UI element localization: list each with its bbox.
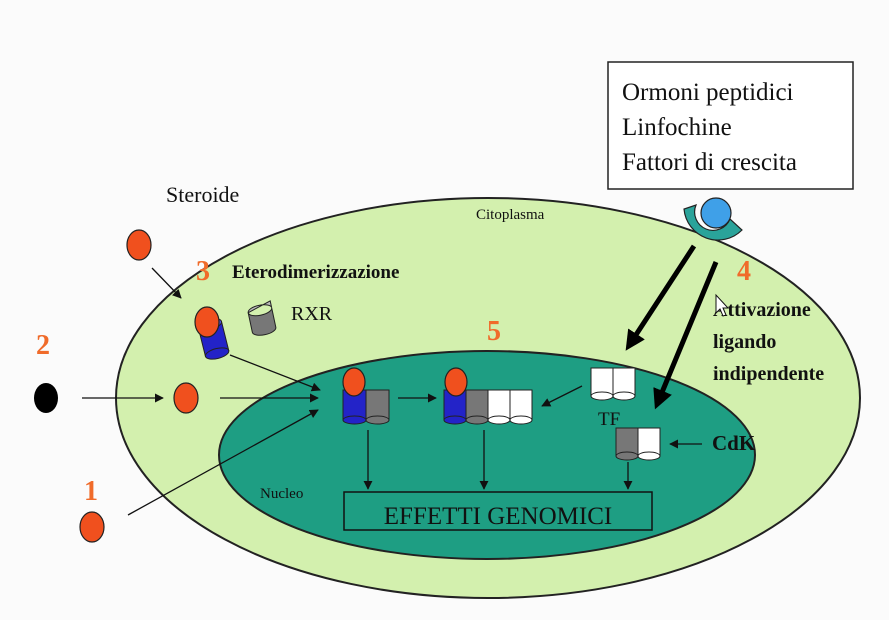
ligand-box xyxy=(607,61,854,190)
heterodimer-icon xyxy=(342,367,390,425)
cdk-complex-icon xyxy=(615,427,661,461)
arrow xyxy=(541,385,583,407)
ligand-box-line2: Linfochine xyxy=(622,114,732,141)
ligand-box-line1: Ormoni peptidici xyxy=(622,79,794,106)
tf-label: TF xyxy=(598,409,620,430)
steroid-molecule-icon xyxy=(126,229,152,261)
steroid-molecule-icon xyxy=(173,382,199,414)
black-molecule-icon xyxy=(34,383,58,413)
step-number-4: 4 xyxy=(737,256,751,287)
genomic-effects-label: EFFETTI GENOMICI xyxy=(384,503,612,530)
mouse-cursor-icon xyxy=(715,293,730,317)
heterodimer-tf-complex-icon xyxy=(443,367,533,425)
steroid-molecule-icon xyxy=(194,306,220,338)
arrow xyxy=(127,409,319,516)
step-number-1: 1 xyxy=(84,476,98,507)
genomic-effects-box xyxy=(343,491,653,531)
ligand-box-line3: Fattori di crescita xyxy=(622,149,797,176)
activation-label-line1: Attivazione xyxy=(713,299,811,321)
activation-label-line3: indipendente xyxy=(713,363,824,385)
arrow xyxy=(151,267,182,299)
heterodimerization-label: Eterodimerizzazione xyxy=(232,262,399,283)
steroid-molecule-icon xyxy=(79,511,105,543)
rxr-label: RXR xyxy=(291,303,333,325)
thick-arrow xyxy=(625,244,697,351)
arrow xyxy=(229,354,321,392)
activation-label-line2: ligando xyxy=(713,331,776,353)
cdk-label: CdK xyxy=(712,431,756,455)
rxr-receptor-icon xyxy=(247,300,277,336)
step-number-3: 3 xyxy=(196,256,210,287)
activation-arrows xyxy=(625,244,719,410)
cytoplasm-label: Citoplasma xyxy=(476,207,545,223)
thick-arrow xyxy=(653,261,719,410)
nucleus-label: Nucleo xyxy=(260,486,303,502)
tf-icon xyxy=(590,367,636,401)
steroid-label: Steroide xyxy=(166,182,239,207)
pathway-arrows xyxy=(82,267,702,516)
step-number-5: 5 xyxy=(487,316,501,347)
peptide-ligand-icon xyxy=(700,197,732,229)
step-number-2: 2 xyxy=(36,330,50,361)
